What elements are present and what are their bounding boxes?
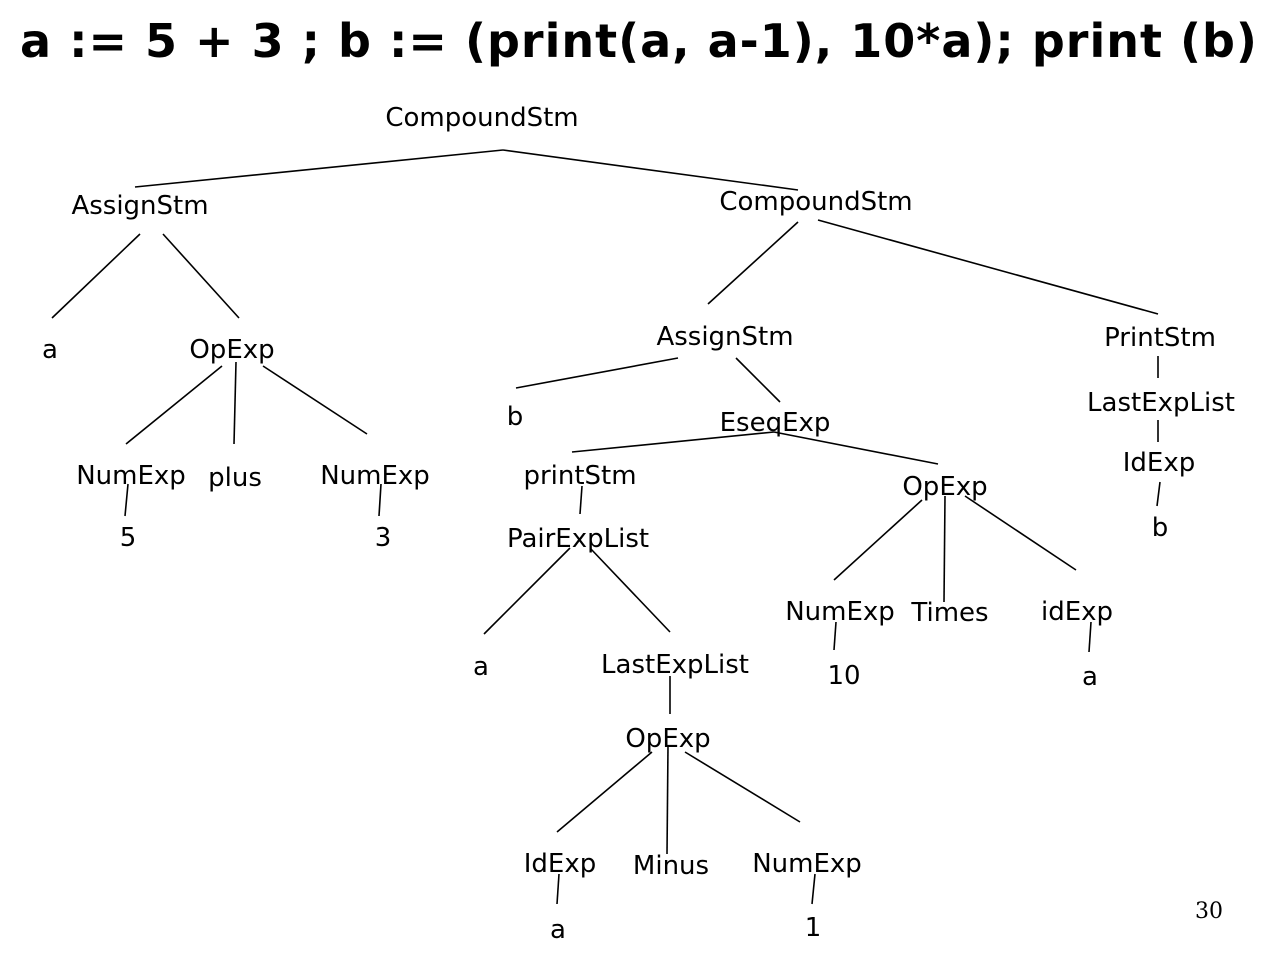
edge <box>1156 481 1161 507</box>
node-opexp: OpExp <box>902 472 987 502</box>
node-compoundstm: CompoundStm <box>719 187 912 217</box>
node-plus: plus <box>208 463 262 493</box>
node-leaf-a: a <box>473 652 489 682</box>
tree-nodes: CompoundStm AssignStm a OpExp NumExp plu… <box>42 103 1235 945</box>
node-leaf-3: 3 <box>375 523 392 553</box>
page-number: 30 <box>1195 899 1223 924</box>
node-idexp: IdExp <box>1123 448 1196 478</box>
node-leaf-10: 10 <box>827 661 860 691</box>
edge <box>735 357 781 403</box>
node-eseqexp: EseqExp <box>720 408 831 438</box>
node-leaf-a: a <box>1082 662 1098 692</box>
node-leaf-a: a <box>550 915 566 945</box>
edge <box>125 365 223 445</box>
node-leaf-b: b <box>1152 513 1169 543</box>
edge <box>515 357 679 389</box>
node-numexp: NumExp <box>752 849 862 879</box>
tree-edges <box>51 149 1161 905</box>
node-leaf-a: a <box>42 335 58 365</box>
node-opexp: OpExp <box>189 335 274 365</box>
node-idexp-lower: idExp <box>1041 597 1113 627</box>
edge <box>833 499 923 581</box>
node-numexp: NumExp <box>76 461 186 491</box>
edge <box>556 873 560 905</box>
edge <box>571 431 775 453</box>
node-leaf-b: b <box>507 402 524 432</box>
node-idexp: IdExp <box>524 849 597 879</box>
edge <box>502 149 799 191</box>
edge <box>233 361 237 445</box>
node-assignstm: AssignStm <box>656 322 793 352</box>
edge <box>943 495 946 603</box>
slide-title: a := 5 + 3 ; b := (print(a, a-1), 10*a);… <box>20 14 1258 68</box>
edge <box>817 219 1159 315</box>
edge <box>666 745 669 855</box>
node-times: Times <box>910 598 988 628</box>
edge <box>684 751 801 823</box>
edge <box>964 495 1077 571</box>
node-leaf-5: 5 <box>120 523 137 553</box>
edge <box>378 483 382 517</box>
node-leaf-1: 1 <box>805 913 822 943</box>
node-compoundstm-root: CompoundStm <box>385 103 578 133</box>
edge <box>134 149 504 188</box>
edge <box>707 221 799 305</box>
node-assignstm: AssignStm <box>71 191 208 221</box>
edge <box>262 365 368 435</box>
node-lastexplist: LastExpList <box>1087 388 1235 418</box>
node-numexp: NumExp <box>320 461 430 491</box>
edge <box>773 431 939 465</box>
edge <box>833 621 837 651</box>
node-printstm: printStm <box>523 461 636 491</box>
edge <box>1088 621 1092 653</box>
edge <box>51 233 141 319</box>
node-lastexplist: LastExpList <box>601 650 749 680</box>
node-numexp: NumExp <box>785 597 895 627</box>
edge <box>556 751 653 833</box>
edge <box>589 547 671 633</box>
node-opexp: OpExp <box>625 724 710 754</box>
edge <box>483 547 571 635</box>
node-minus: Minus <box>633 851 709 881</box>
edge <box>811 873 816 905</box>
edge <box>579 485 583 515</box>
edge <box>124 483 129 517</box>
edge <box>162 233 240 319</box>
node-printstm-upper: PrintStm <box>1104 323 1216 353</box>
node-pairexplist: PairExpList <box>507 524 649 554</box>
